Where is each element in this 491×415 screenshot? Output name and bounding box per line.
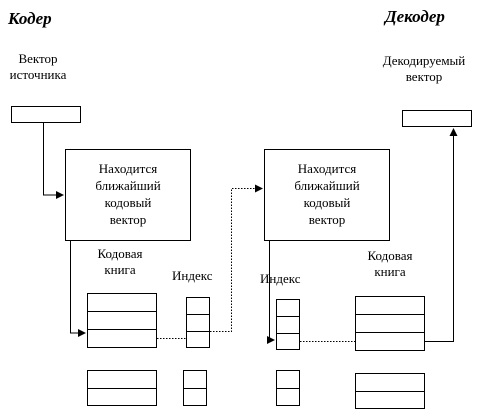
arrow-codebook-to-decoded	[425, 128, 458, 342]
encoder-index-label: Индекс	[172, 268, 213, 283]
decoded-vector-box	[402, 110, 472, 127]
arrow-search-to-decoder-index	[267, 241, 275, 344]
decoded-vector-label: Декодируемый вектор	[382, 53, 466, 84]
encoder-title: Кодер	[8, 9, 52, 28]
decoder-codebook-label: Кодовая книга	[367, 248, 413, 279]
arrow-source-to-search	[43, 123, 64, 199]
encoder-codebook-table	[87, 293, 157, 406]
decoder-title: Декодер	[385, 7, 445, 26]
decoder-index-table	[276, 299, 300, 406]
source-vector-box	[11, 106, 81, 123]
arrow-index-to-decoder-search	[210, 184, 263, 332]
decoder-search-text: Находится ближайший кодовый вектор	[294, 161, 360, 227]
encoder-index-table	[183, 297, 210, 406]
decoder-codebook-table	[355, 296, 425, 409]
encoder-search-box: Находится ближайший кодовый вектор	[65, 149, 191, 241]
decoder-search-box: Находится ближайший кодовый вектор	[264, 149, 390, 241]
encoder-search-text: Находится ближайший кодовый вектор	[95, 161, 161, 227]
arrow-search-to-codebook	[70, 241, 86, 337]
source-vector-label: Вектор источника	[9, 51, 67, 82]
encoder-codebook-label: Кодовая книга	[97, 246, 143, 277]
decoder-index-label: Индекс	[260, 271, 301, 286]
